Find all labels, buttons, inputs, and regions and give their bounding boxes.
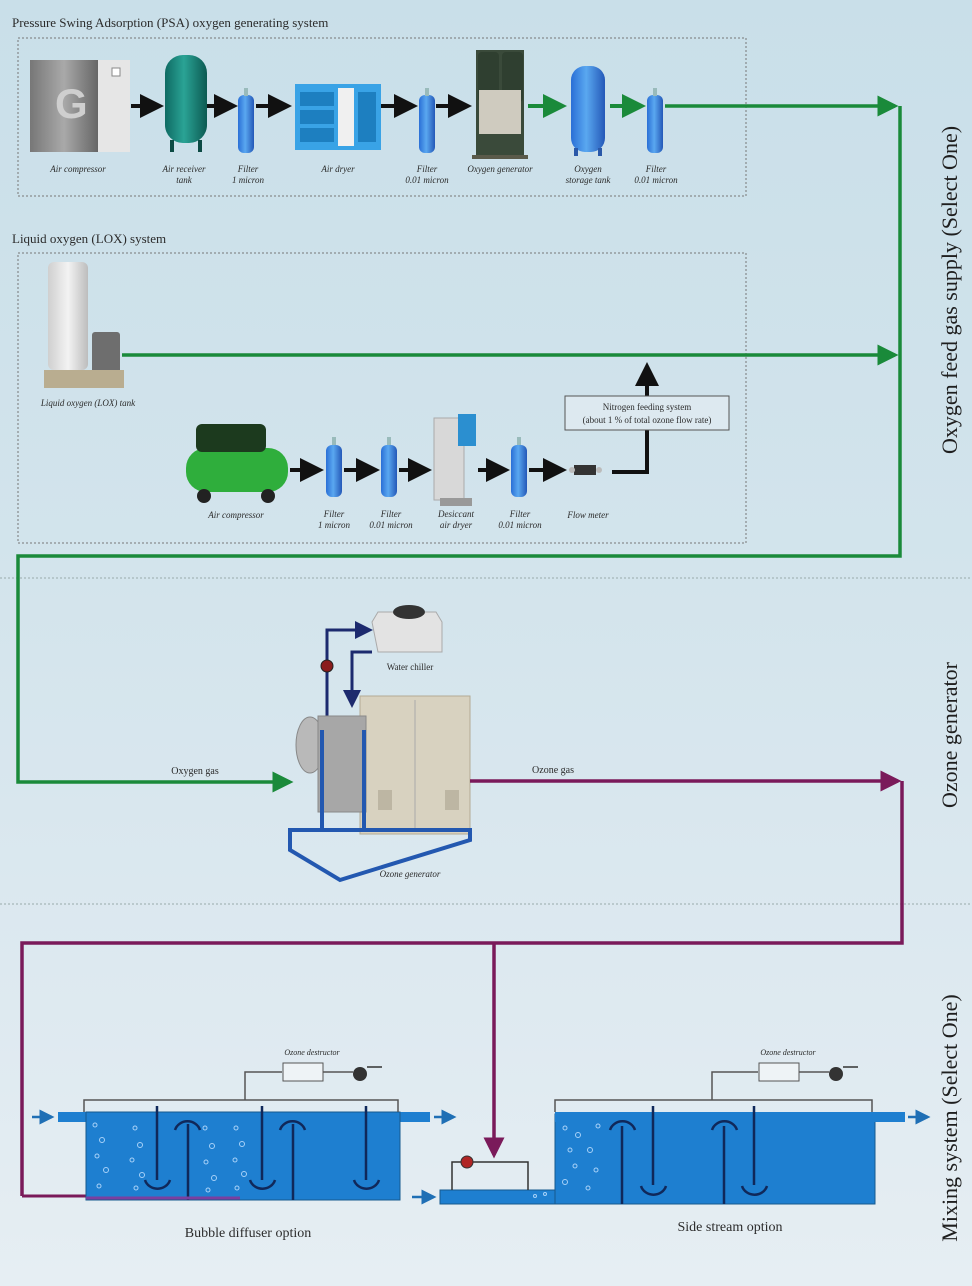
nitrogen-feeding-box: Nitrogen feeding system (about 1 % of to…	[564, 395, 730, 431]
section-label-ozone-generator: Ozone generator	[937, 661, 962, 808]
side-ozone-destructor	[711, 1062, 858, 1100]
psa-label: tank	[176, 175, 193, 185]
psa-air-dryer-icon	[295, 84, 381, 150]
psa-filter-1micron-icon	[238, 88, 254, 153]
lox-group-box	[17, 252, 747, 544]
water-chiller-icon	[371, 605, 443, 653]
lox-filter-1micron-icon	[326, 437, 342, 497]
psa-oxygen-generator-icon	[472, 50, 528, 159]
exhaust-fan-icon	[353, 1067, 367, 1081]
psa-label: Filter	[645, 164, 667, 174]
psa-label: 0.01 micron	[634, 175, 678, 185]
section-label-mixing: Mixing system (Select One)	[937, 994, 962, 1241]
nitrogen-box-line1: Nitrogen feeding system	[603, 402, 691, 412]
lox-label: Flow meter	[566, 510, 609, 520]
lox-label: Filter	[323, 509, 345, 519]
oxygen-gas-label: Oxygen gas	[171, 766, 219, 777]
psa-label: 0.01 micron	[405, 175, 449, 185]
section-label-oxygen-feed: Oxygen feed gas supply (Select One)	[937, 126, 962, 454]
bubble-diffuser-tank	[58, 1099, 430, 1201]
lox-air-flow-arrows	[290, 362, 659, 482]
water-chiller-label: Water chiller	[387, 662, 434, 672]
bubble-diffuser-caption: Bubble diffuser option	[185, 1226, 312, 1241]
oxygen-gas-line	[16, 95, 902, 793]
ozone-gas-label: Ozone gas	[532, 765, 574, 776]
bubble-ozone-destructor	[244, 1062, 382, 1100]
lox-tank-icon	[44, 262, 124, 388]
psa-label: Oxygen	[574, 164, 602, 174]
psa-label: Filter	[416, 164, 438, 174]
psa-label: Air receiver	[162, 164, 206, 174]
lox-label: Desiccant	[437, 509, 474, 519]
psa-filter-001micron-icon	[419, 88, 435, 153]
side-water-arrows	[412, 1109, 931, 1205]
ozone-generator-label: Ozone generator	[380, 869, 441, 879]
side-stream-tank	[439, 1099, 905, 1205]
lox-air-compressor-icon	[186, 424, 288, 503]
side-stream-pump-icon	[460, 1155, 474, 1169]
chiller-loop-lines	[325, 621, 373, 718]
lox-tank-label: Liquid oxygen (LOX) tank	[40, 398, 136, 408]
chiller-pump-icon	[320, 659, 334, 673]
psa-title: Pressure Swing Adsorption (PSA) oxygen g…	[12, 15, 328, 30]
lox-filter-001micron-icon	[381, 437, 397, 497]
lox-label: 0.01 micron	[498, 520, 542, 530]
lox-label: Air compressor	[207, 510, 264, 520]
lox-label: air dryer	[440, 520, 473, 530]
bubble-destructor-label: Ozone destructor	[284, 1048, 340, 1057]
lox-filter-final-icon	[511, 437, 527, 497]
psa-filter-final-icon	[647, 88, 663, 153]
psa-label: 1 micron	[232, 175, 264, 185]
exhaust-fan-icon	[829, 1067, 843, 1081]
lox-label: 0.01 micron	[369, 520, 413, 530]
psa-label: Oxygen generator	[467, 164, 533, 174]
ozone-generator-icon	[288, 695, 472, 883]
nitrogen-box-line2: (about 1 % of total ozone flow rate)	[583, 415, 712, 425]
side-destructor-label: Ozone destructor	[760, 1048, 816, 1057]
psa-label: storage tank	[566, 175, 612, 185]
svg-text:G: G	[55, 80, 88, 127]
psa-oxygen-storage-tank-icon	[571, 66, 605, 156]
lox-desiccant-dryer-icon	[433, 414, 476, 506]
lox-title: Liquid oxygen (LOX) system	[12, 231, 166, 246]
flow-meter-icon	[569, 465, 602, 475]
psa-air-compressor-icon: G	[30, 60, 130, 152]
lox-label: 1 micron	[318, 520, 350, 530]
psa-group-box	[17, 37, 747, 197]
psa-label: Air dryer	[320, 164, 355, 174]
lox-label: Filter	[380, 509, 402, 519]
psa-label: Air compressor	[49, 164, 106, 174]
psa-label: Filter	[237, 164, 259, 174]
psa-air-receiver-tank-icon	[165, 55, 207, 152]
lox-label: Filter	[509, 509, 531, 519]
side-stream-caption: Side stream option	[678, 1220, 783, 1235]
